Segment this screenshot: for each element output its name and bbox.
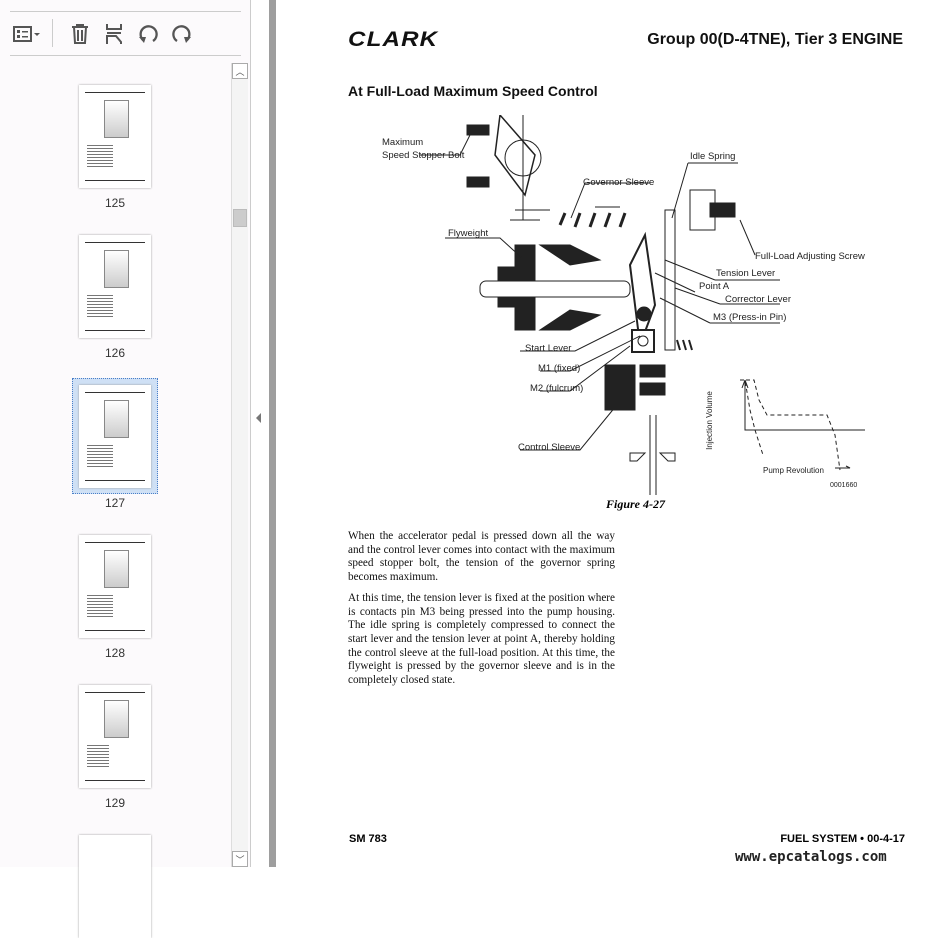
label-y-axis: Injection Volume <box>704 391 714 450</box>
thumbnail-page-number: 126 <box>104 346 126 360</box>
watermark: www.epcatalogs.com <box>735 849 887 865</box>
paragraph: When the accelerator pedal is pressed do… <box>348 530 615 584</box>
clark-logo: CLARK <box>348 28 439 51</box>
rotate-left-icon[interactable] <box>136 20 160 48</box>
label-full-load: Full-Load Adjusting Screw <box>755 251 865 262</box>
label-fig-code: 0001660 <box>830 482 858 489</box>
footer-right: FUEL SYSTEM • 00-4-17 <box>780 833 905 845</box>
label-x-axis: Pump Revolution <box>763 466 824 475</box>
body-text: When the accelerator pedal is pressed do… <box>348 530 615 695</box>
page-thumbnail[interactable] <box>79 835 151 938</box>
diagram-drawing <box>420 113 865 495</box>
label-governor-sleeve: Governor Sleeve <box>583 177 655 188</box>
thumbnail-options-icon[interactable] <box>10 20 44 48</box>
page-thumbnail[interactable] <box>79 235 151 338</box>
label-max-stopper: Maximum <box>382 137 424 148</box>
label-m1: M1 (fixed) <box>538 363 581 374</box>
divider <box>10 11 241 12</box>
label-flyweight: Flyweight <box>448 228 489 239</box>
label-tension-lever: Tension Lever <box>716 268 776 279</box>
divider <box>52 19 53 47</box>
page-header: Group 00(D-4TNE), Tier 3 ENGINE <box>647 31 903 48</box>
footer-left: SM 783 <box>349 833 387 845</box>
scrollbar-thumb[interactable] <box>233 209 247 227</box>
collapse-arrow-icon[interactable] <box>256 413 261 423</box>
page-thumbnail[interactable] <box>79 85 151 188</box>
thumbnail-page-number: 127 <box>104 496 126 510</box>
label-control-sleeve: Control Sleeve <box>518 442 581 453</box>
label-m2: M2 (fulcrum) <box>530 383 584 394</box>
label-max-stopper-2: Speed Stopper Bolt <box>382 150 465 161</box>
label-start-lever: Start Lever <box>525 343 572 354</box>
thumbnail-page-number: 129 <box>104 796 126 810</box>
label-idle-spring: Idle Spring <box>690 151 736 162</box>
thumbnail-page-number: 128 <box>104 646 126 660</box>
label-m3: M3 (Press-in Pin) <box>713 312 787 323</box>
panel-splitter[interactable] <box>251 0 269 867</box>
scroll-up-button[interactable]: ︿ <box>232 63 248 79</box>
page-thumbnail[interactable] <box>79 385 151 488</box>
label-corrector-lever: Corrector Lever <box>725 294 791 305</box>
label-point-a: Point A <box>699 281 730 292</box>
paragraph: At this time, the tension lever is fixed… <box>348 591 615 687</box>
rotate-right-icon[interactable] <box>170 20 194 48</box>
delete-icon[interactable] <box>68 20 92 48</box>
thumbnail-scrollbar[interactable]: ︿ ﹀ <box>231 63 248 867</box>
thumbnail-panel: 125 126 127 128 129 ︿ ﹀ <box>0 0 251 938</box>
thumbnail-page-number: 125 <box>104 196 126 210</box>
governor-diagram: Maximum Speed Stopper Bolt Idle Spring G… <box>370 113 870 495</box>
document-page: CLARK Group 00(D-4TNE), Tier 3 ENGINE At… <box>276 0 947 867</box>
divider <box>269 0 276 867</box>
section-title: At Full-Load Maximum Speed Control <box>348 83 598 99</box>
figure-caption: Figure 4-27 <box>606 497 666 511</box>
scroll-down-button[interactable]: ﹀ <box>232 851 248 867</box>
divider <box>10 55 241 56</box>
insert-page-icon[interactable] <box>102 20 126 48</box>
page-thumbnail[interactable] <box>79 685 151 788</box>
page-thumbnail[interactable] <box>79 535 151 638</box>
